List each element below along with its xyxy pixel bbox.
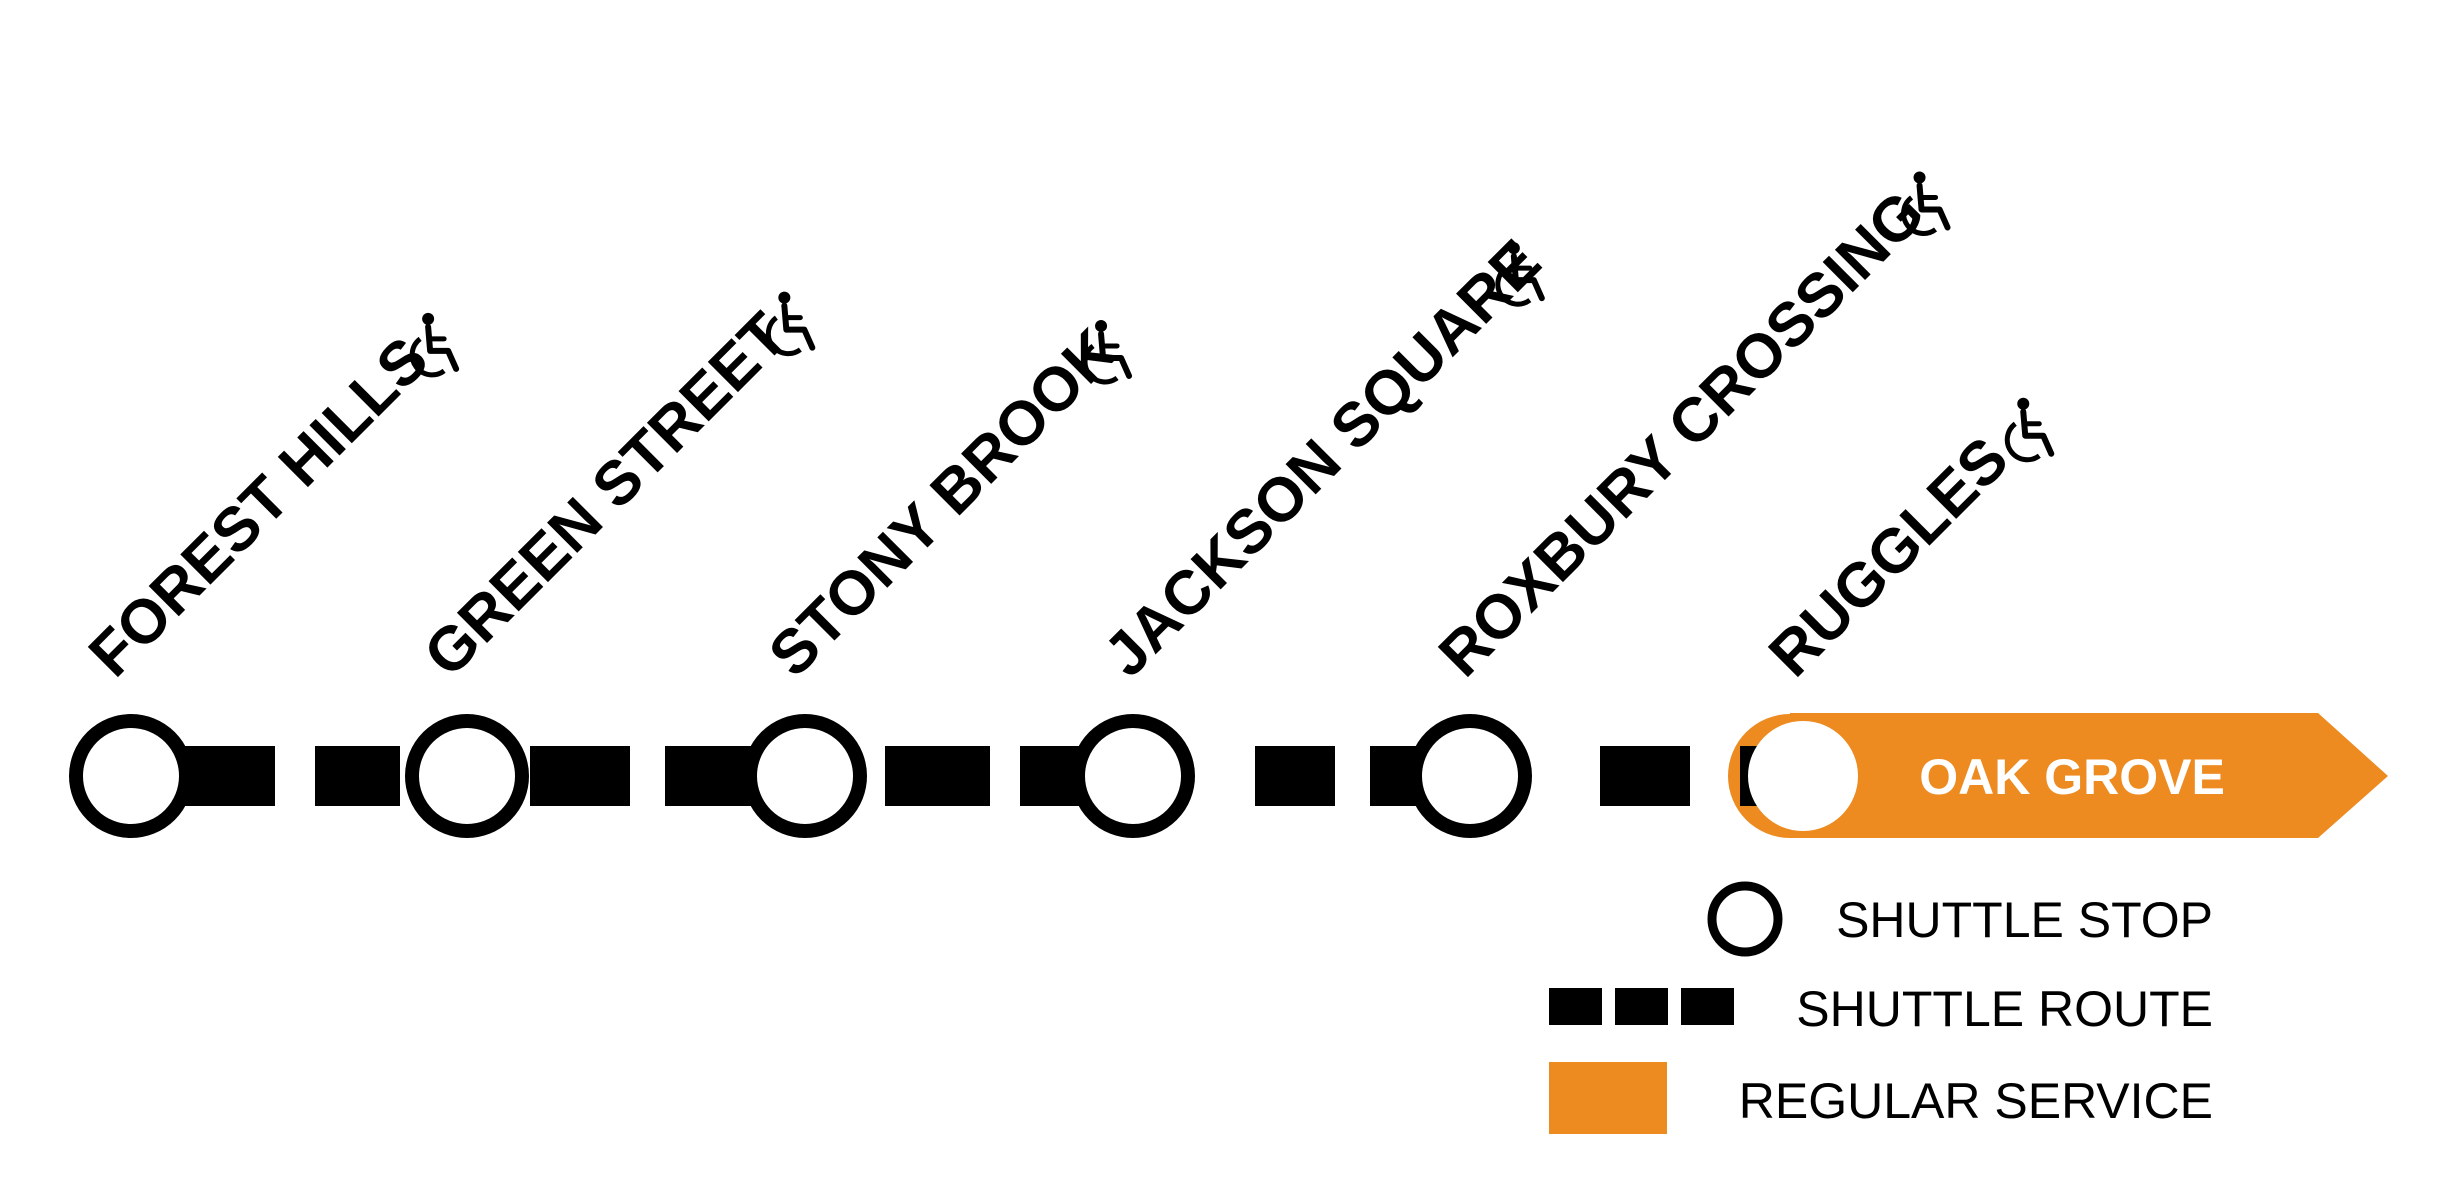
wheelchair-icon	[1901, 171, 1951, 236]
terminus-label: OAK GROVE	[1919, 749, 2225, 805]
wheelchair-icon-part	[1901, 195, 1938, 236]
station-label: RUGGLES	[1756, 424, 2022, 690]
legend-regular-service-label: REGULAR SERVICE	[1739, 1073, 2213, 1129]
wheelchair-icon-part	[2020, 408, 2055, 457]
wheelchair-icon	[2004, 397, 2055, 463]
wheelchair-icon	[1495, 242, 1545, 307]
station-roxbury-crossing: ROXBURY CROSSING	[1426, 171, 1951, 690]
legend-shuttle-stop-label: SHUTTLE STOP	[1836, 892, 2213, 948]
shuttle-stop-stony-brook	[743, 714, 867, 838]
wheelchair-icon	[765, 291, 816, 357]
station-labels: FOREST HILLS GREEN STREET STONY BROOK JA…	[76, 171, 2055, 690]
legend-shuttle-route-label: SHUTTLE ROUTE	[1796, 981, 2213, 1037]
shuttle-stops	[69, 714, 1858, 838]
legend-regular-service-swatch	[1549, 1062, 1667, 1134]
shuttle-stop-green-street	[405, 714, 529, 838]
regular-service-arrow	[1790, 713, 2388, 838]
wheelchair-icon-part	[425, 323, 460, 372]
legend: SHUTTLE STOP SHUTTLE ROUTE REGULAR SERVI…	[1549, 881, 2213, 1134]
wheelchair-icon-part	[1507, 242, 1520, 255]
wheelchair-icon-part	[2004, 421, 2041, 463]
station-ruggles: RUGGLES	[1756, 397, 2055, 690]
wheelchair-icon-part	[2017, 397, 2030, 410]
shuttle-stop-roxbury-crossing	[1408, 714, 1532, 838]
shuttle-stop-jackson-square	[1071, 714, 1195, 838]
wheelchair-icon-part	[765, 315, 802, 357]
route-dash	[885, 746, 990, 806]
station-label: FOREST HILLS	[76, 324, 441, 689]
wheelchair-icon	[1082, 319, 1133, 385]
shuttle-stop-ruggles	[1748, 721, 1858, 831]
shuttle-stop-forest-hills	[69, 714, 193, 838]
station-label: STONY BROOK	[756, 316, 1130, 690]
legend-route-symbol	[1549, 988, 1734, 1025]
wheelchair-icon-part	[1082, 343, 1119, 385]
legend-stop-symbol	[1707, 881, 1783, 957]
route-dash	[1600, 746, 1690, 806]
wheelchair-icon-part	[422, 312, 435, 325]
wheelchair-icon-part	[1495, 266, 1532, 307]
station-label: GREEN STREET	[411, 300, 801, 690]
wheelchair-icon	[409, 312, 460, 378]
route-dash	[315, 746, 400, 806]
route-dash	[1255, 746, 1335, 806]
shuttle-route-line	[175, 746, 1800, 806]
wheelchair-icon-part	[778, 291, 791, 304]
wheelchair-icon-part	[1913, 171, 1926, 184]
route-dash	[530, 746, 630, 806]
wheelchair-icon-part	[409, 336, 446, 378]
wheelchair-icon-part	[1095, 319, 1108, 332]
